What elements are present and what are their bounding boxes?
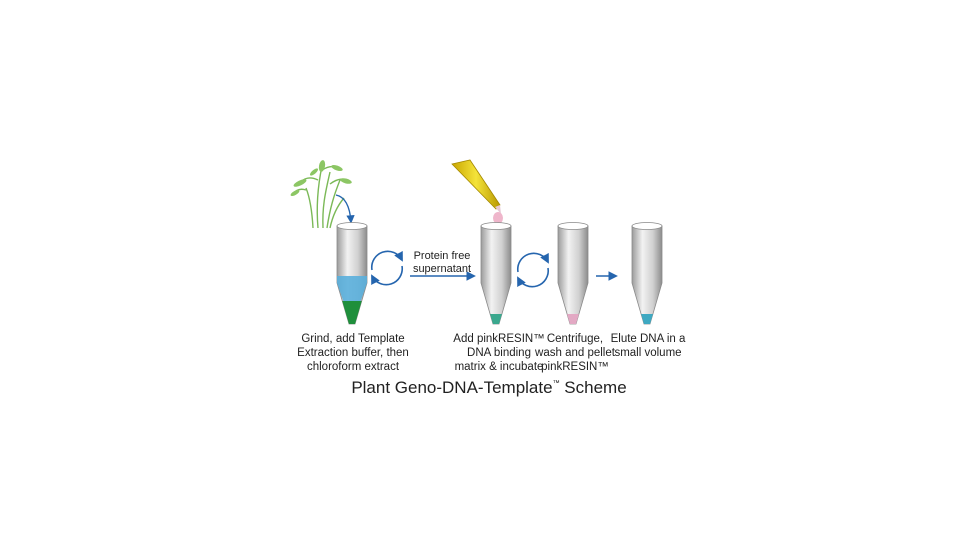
tube-1	[336, 222, 368, 325]
step-1-line-2: Extraction buffer, then	[297, 347, 409, 359]
tube-4	[631, 222, 663, 325]
title-main: Plant Geno-DNA-Template	[351, 378, 553, 397]
tube-rim	[480, 222, 512, 230]
tube-rim	[631, 222, 663, 230]
step-2-line-3: matrix & incubate	[454, 361, 544, 373]
mix-cycle-icon-2	[516, 252, 550, 288]
plant-to-tube-arrow	[335, 194, 355, 224]
title-rest: Scheme	[559, 378, 627, 397]
tube-body	[631, 225, 663, 325]
tube-liquid	[337, 276, 367, 303]
plant-sprout-icon	[290, 160, 352, 229]
tube-body	[557, 225, 589, 325]
step-2-line-1: Add pinkRESIN™	[453, 333, 545, 345]
step-4-label: Elute DNA in a small volume	[608, 332, 688, 360]
tube-2	[480, 222, 512, 325]
step-3-line-3: pinkRESIN™	[541, 361, 609, 373]
tube-body	[480, 225, 512, 325]
step-3-line-2: wash and pellet	[535, 347, 615, 359]
transfer-label-line-1: Protein free	[414, 250, 471, 262]
tube-rim	[557, 222, 589, 230]
step-3-label: Centrifuge, wash and pellet pinkRESIN™	[530, 332, 620, 374]
tube-pellet	[490, 314, 502, 324]
title-trademark: ™	[552, 380, 560, 387]
step-2-label: Add pinkRESIN™ DNA binding matrix & incu…	[440, 332, 558, 374]
step-1-line-3: chloroform extract	[306, 361, 400, 373]
step-1-line-1: Grind, add Template	[301, 333, 405, 345]
tube-rim	[336, 222, 368, 230]
tube-pellet	[342, 301, 362, 324]
step-1-label: Grind, add Template Extraction buffer, t…	[268, 332, 438, 374]
transfer-label-line-2: supernatant	[413, 263, 471, 275]
tube-3	[557, 222, 589, 325]
step-4-line-2: small volume	[614, 347, 682, 359]
step-3-line-1: Centrifuge,	[546, 333, 604, 345]
step-2-line-2: DNA binding	[467, 347, 531, 359]
pipette-icon	[451, 159, 503, 224]
scheme-title: Plant Geno-DNA-Template™ Scheme	[0, 378, 978, 398]
tube-pellet	[641, 314, 653, 324]
tube-pellet	[567, 314, 579, 324]
step-4-line-1: Elute DNA in a	[610, 333, 686, 345]
mix-cycle-icon-1	[370, 250, 404, 286]
